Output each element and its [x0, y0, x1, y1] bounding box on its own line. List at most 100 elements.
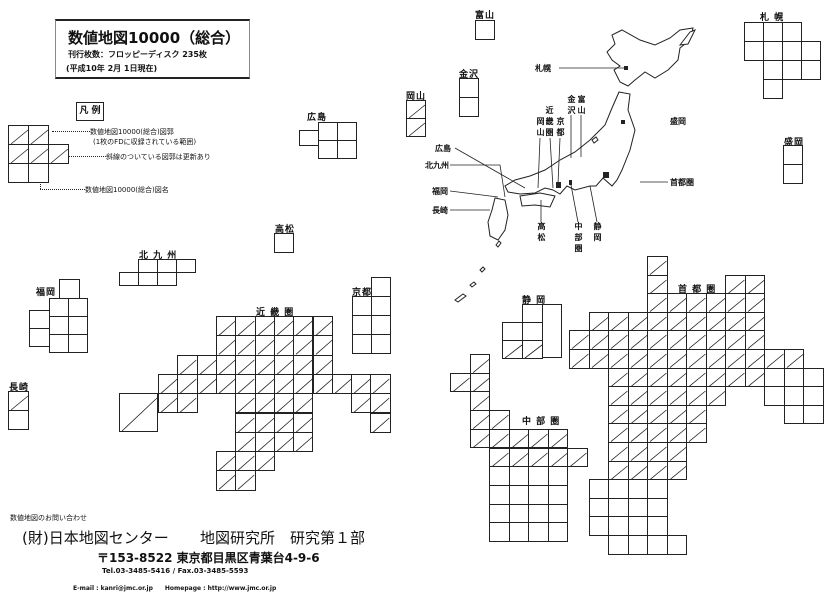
- map-label-sapporo: 札幌: [535, 64, 551, 73]
- map-label-morioka: 盛岡: [670, 117, 686, 126]
- leader-lines: [449, 67, 668, 223]
- title-box: 数値地図10000（総合） 刊行枚数：フロッピーディスク 235枚 (平成10年…: [55, 19, 250, 79]
- map-sheet-cell: [157, 272, 177, 286]
- contact-address: 〒153-8522 東京都目黒区青葉台4-9-6: [97, 551, 320, 565]
- legend-note-name: 数値地図10000(総合)図名: [85, 186, 169, 194]
- map-sheet-cell: [450, 372, 471, 393]
- map-sheet-cell: [542, 304, 562, 358]
- map-sheet-cell: [801, 60, 821, 80]
- legend-leader: [40, 189, 85, 190]
- hokkaido-outline: [606, 27, 694, 87]
- map-sheet-cell: [469, 391, 490, 412]
- contact-heading: 数値地図のお問い合わせ: [10, 514, 87, 522]
- map-sheet-cell: [176, 259, 196, 273]
- map-sheet-cell: [744, 349, 765, 369]
- map-sheet-cell: [299, 130, 319, 146]
- islands-outline: [454, 29, 697, 303]
- map-sheet-cell: [312, 373, 333, 395]
- map-sheet-cell: [588, 330, 609, 350]
- legend-note-diagonal: 斜線のついている図郭は更新あり: [106, 153, 211, 161]
- map-sheet-cell: [235, 470, 256, 491]
- map-sheet-cell: [177, 393, 198, 414]
- region-label-hiroshima: 広島: [307, 113, 328, 123]
- map-sheet-cell: [196, 373, 217, 395]
- issue-count: 刊行枚数：フロッピーディスク 235枚: [68, 50, 207, 59]
- map-sheet-cell: [119, 393, 158, 432]
- legend-title: 凡 例: [76, 102, 104, 121]
- map-label-hiroshima: 広島: [435, 144, 451, 153]
- map-label-kyoto: 京都: [556, 117, 565, 137]
- contact-email-web: E-mail : kanri@jmc.or.jp Homepage : http…: [73, 585, 277, 592]
- map-sheet-cell: [647, 274, 668, 295]
- page-title: 数値地図10000（総合）: [68, 29, 241, 47]
- map-label-fukuoka: 福岡: [432, 187, 448, 196]
- map-sheet-cell: [469, 354, 490, 374]
- region-label-fukuoka: 福岡: [36, 288, 57, 298]
- shikoku-outline: [519, 192, 556, 208]
- map-sheet-cell: [293, 431, 314, 453]
- region-label-chubu: 中 部 圏: [522, 417, 561, 427]
- region-label-kanazawa: 金沢: [459, 70, 480, 80]
- map-sheet-cell: [547, 522, 568, 542]
- map-sheet-cell: [235, 335, 256, 356]
- region-label-shizuoka: 静 岡: [522, 296, 547, 306]
- map-sheet-cell: [666, 404, 687, 425]
- map-sheet-cell: [475, 20, 495, 40]
- map-sheet-cell: [274, 233, 294, 253]
- region-label-toyama: 富山: [475, 11, 496, 21]
- map-sheet-cell: [293, 393, 314, 414]
- map-sheet-cell: [235, 412, 256, 433]
- as-of-date: (平成10年 2月 1日現在): [66, 64, 158, 73]
- kyushu-outline: [487, 197, 509, 241]
- region-label-kyoto: 京都: [352, 288, 373, 298]
- legend-sample-cell: [48, 144, 69, 164]
- map-sheet-cell: [370, 393, 391, 414]
- map-label-kitakyushu: 北九州: [425, 161, 449, 170]
- map-label-nagasaki: 長崎: [432, 206, 448, 215]
- map-label-kinki: 近畿圏: [545, 106, 554, 137]
- map-sheet-cell: [783, 164, 803, 184]
- map-label-shizuoka: 静岡: [593, 222, 602, 242]
- map-label-chubu: 中部圏: [574, 222, 583, 253]
- map-sheet-cell: [370, 373, 391, 395]
- contact-organization: (財)日本地図センター: [22, 529, 169, 547]
- region-label-okayama: 岡山: [406, 92, 427, 102]
- map-sheet-cell: [725, 367, 746, 388]
- map-sheet-cell: [666, 442, 687, 462]
- map-sheet-cell: [686, 404, 707, 425]
- region-label-takamatsu: 高松: [275, 225, 296, 235]
- map-sheet-cell: [705, 386, 726, 406]
- map-sheet-cell: [666, 535, 687, 555]
- map-sheet-cell: [68, 334, 88, 353]
- map-label-shutoken: 首都圏: [670, 178, 694, 187]
- region-label-nagasaki: 長崎: [9, 383, 30, 393]
- map-label-okayama: 岡山: [536, 117, 545, 137]
- map-sheet-cell: [686, 423, 707, 443]
- contact-tel-fax: Tel.03-3485-5416 / Fax.03-3485-5593: [102, 567, 249, 575]
- legend-note-range: 数値地図10000(総合)図郭: [90, 128, 174, 136]
- map-sheet-cell: [29, 328, 50, 347]
- map-sheet-cell: [588, 311, 609, 332]
- map-sheet-cell: [459, 97, 479, 117]
- legend-leader: [52, 131, 90, 132]
- legend-note-range-sub: (1枚のFDに収録されている範囲): [93, 138, 197, 146]
- map-sheet-cell: [337, 140, 357, 159]
- legend-leader: [68, 156, 106, 157]
- contact-department: 地図研究所 研究第１部: [200, 529, 366, 547]
- region-label-kinki: 近 畿 圏: [256, 308, 295, 318]
- map-sheet-cell: [254, 451, 275, 472]
- map-sheet-cell: [567, 447, 588, 468]
- map-sheet-cell: [666, 460, 687, 481]
- map-label-takamatsu: 高松: [537, 222, 546, 242]
- map-sheet-cell: [273, 316, 295, 337]
- map-sheet-cell: [406, 118, 426, 137]
- map-label-toyama: 富山: [577, 95, 586, 115]
- region-label-morioka: 盛岡: [784, 138, 805, 148]
- map-sheet-cell: [763, 79, 783, 99]
- map-label-kanazawa: 金沢: [567, 95, 576, 115]
- map-sheet-cell: [489, 410, 510, 430]
- honshu-outline: [504, 91, 636, 195]
- region-label-shutoken: 首 都 圏: [678, 285, 717, 295]
- map-sheet-cell: [8, 410, 29, 430]
